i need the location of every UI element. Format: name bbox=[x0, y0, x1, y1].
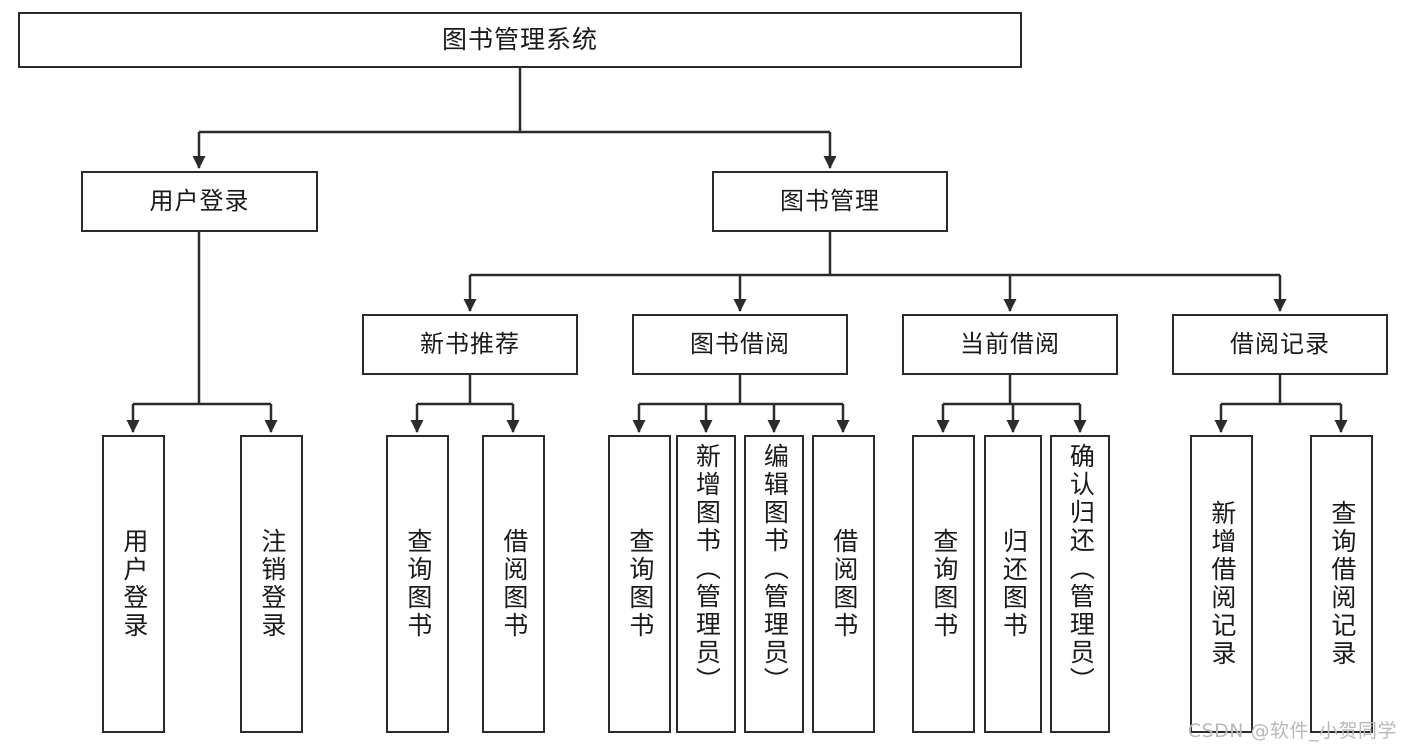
leaf-query-book-2-label: 查询图书 bbox=[625, 528, 655, 640]
leaf-query-book-1[interactable]: 查询图书 bbox=[386, 435, 449, 733]
node-current-borrow-label: 当前借阅 bbox=[960, 330, 1060, 359]
leaf-borrow-book-1-label: 借阅图书 bbox=[499, 528, 529, 640]
leaf-logout-label: 注销登录 bbox=[257, 528, 287, 640]
node-root-label: 图书管理系统 bbox=[441, 25, 598, 54]
csdn-watermark: CSDN @软件_小贺同学 bbox=[1187, 720, 1397, 742]
leaf-borrow-book-2-label: 借阅图书 bbox=[829, 528, 859, 640]
leaf-add-book-label: 新增图书（管理员） bbox=[692, 443, 722, 695]
node-book-manage[interactable]: 图书管理 bbox=[712, 171, 948, 232]
leaf-return-book[interactable]: 归还图书 bbox=[984, 435, 1042, 733]
leaf-user-login[interactable]: 用户登录 bbox=[102, 435, 165, 733]
leaf-borrow-book-1[interactable]: 借阅图书 bbox=[482, 435, 545, 733]
leaf-confirm-return[interactable]: 确认归还（管理员） bbox=[1050, 435, 1110, 733]
leaf-query-borrow-record[interactable]: 查询借阅记录 bbox=[1310, 435, 1373, 733]
leaf-add-borrow-record[interactable]: 新增借阅记录 bbox=[1190, 435, 1253, 733]
node-book-borrow-label: 图书借阅 bbox=[690, 330, 790, 359]
leaf-edit-book[interactable]: 编辑图书（管理员） bbox=[744, 435, 804, 733]
node-borrow-record-label: 借阅记录 bbox=[1230, 330, 1330, 359]
leaf-query-book-1-label: 查询图书 bbox=[403, 528, 433, 640]
node-user-login[interactable]: 用户登录 bbox=[81, 171, 318, 232]
leaf-add-book[interactable]: 新增图书（管理员） bbox=[676, 435, 736, 733]
node-new-book-recommend-label: 新书推荐 bbox=[420, 330, 520, 359]
node-book-manage-label: 图书管理 bbox=[780, 187, 880, 216]
node-user-login-label: 用户登录 bbox=[149, 187, 250, 216]
node-new-book-recommend[interactable]: 新书推荐 bbox=[362, 314, 578, 375]
node-current-borrow[interactable]: 当前借阅 bbox=[902, 314, 1118, 375]
leaf-user-login-label: 用户登录 bbox=[119, 528, 149, 640]
leaf-add-borrow-record-label: 新增借阅记录 bbox=[1207, 500, 1237, 668]
leaf-return-book-label: 归还图书 bbox=[999, 528, 1029, 640]
leaf-borrow-book-2[interactable]: 借阅图书 bbox=[812, 435, 875, 733]
node-book-borrow[interactable]: 图书借阅 bbox=[632, 314, 848, 375]
leaf-logout[interactable]: 注销登录 bbox=[240, 435, 303, 733]
leaf-query-book-2[interactable]: 查询图书 bbox=[608, 435, 671, 733]
leaf-query-book-3[interactable]: 查询图书 bbox=[912, 435, 975, 733]
leaf-edit-book-label: 编辑图书（管理员） bbox=[760, 443, 790, 695]
node-root-system[interactable]: 图书管理系统 bbox=[18, 12, 1022, 68]
leaf-query-borrow-record-label: 查询借阅记录 bbox=[1327, 500, 1357, 668]
leaf-confirm-return-label: 确认归还（管理员） bbox=[1066, 443, 1096, 695]
leaf-query-book-3-label: 查询图书 bbox=[929, 528, 959, 640]
node-borrow-record[interactable]: 借阅记录 bbox=[1172, 314, 1388, 375]
